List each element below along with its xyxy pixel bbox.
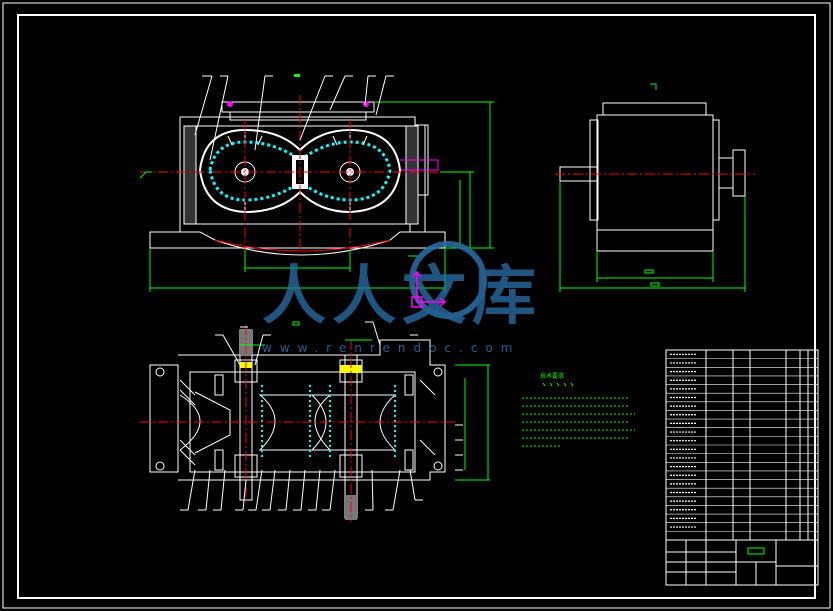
ucs-icon [411,270,447,308]
section-dimensions [240,321,490,481]
section-view [149,329,446,519]
technical-notes [522,382,635,447]
section-balloons [180,321,463,511]
watermark-brand: 人人文库 [262,260,542,334]
watermark-url: www.renrendoc.com [262,341,520,355]
parts-list-rows [666,353,818,532]
watermark-logo-ring [409,241,487,319]
sheet-border-inner [17,14,816,599]
front-centerlines [140,95,440,250]
watermark: 人人文库 www.renrendoc.com [262,241,542,355]
notes-title: 技术要求 [540,372,564,380]
front-view [149,101,446,256]
section-details [155,330,443,520]
front-label-small [294,74,300,77]
section-centerlines [140,325,455,522]
title-block-label [747,547,765,555]
front-balloons [194,75,394,161]
section-hatch [179,379,436,466]
side-view [559,102,746,252]
front-dimensions [139,101,494,292]
title-block [665,539,819,586]
side-dimensions [559,83,746,292]
